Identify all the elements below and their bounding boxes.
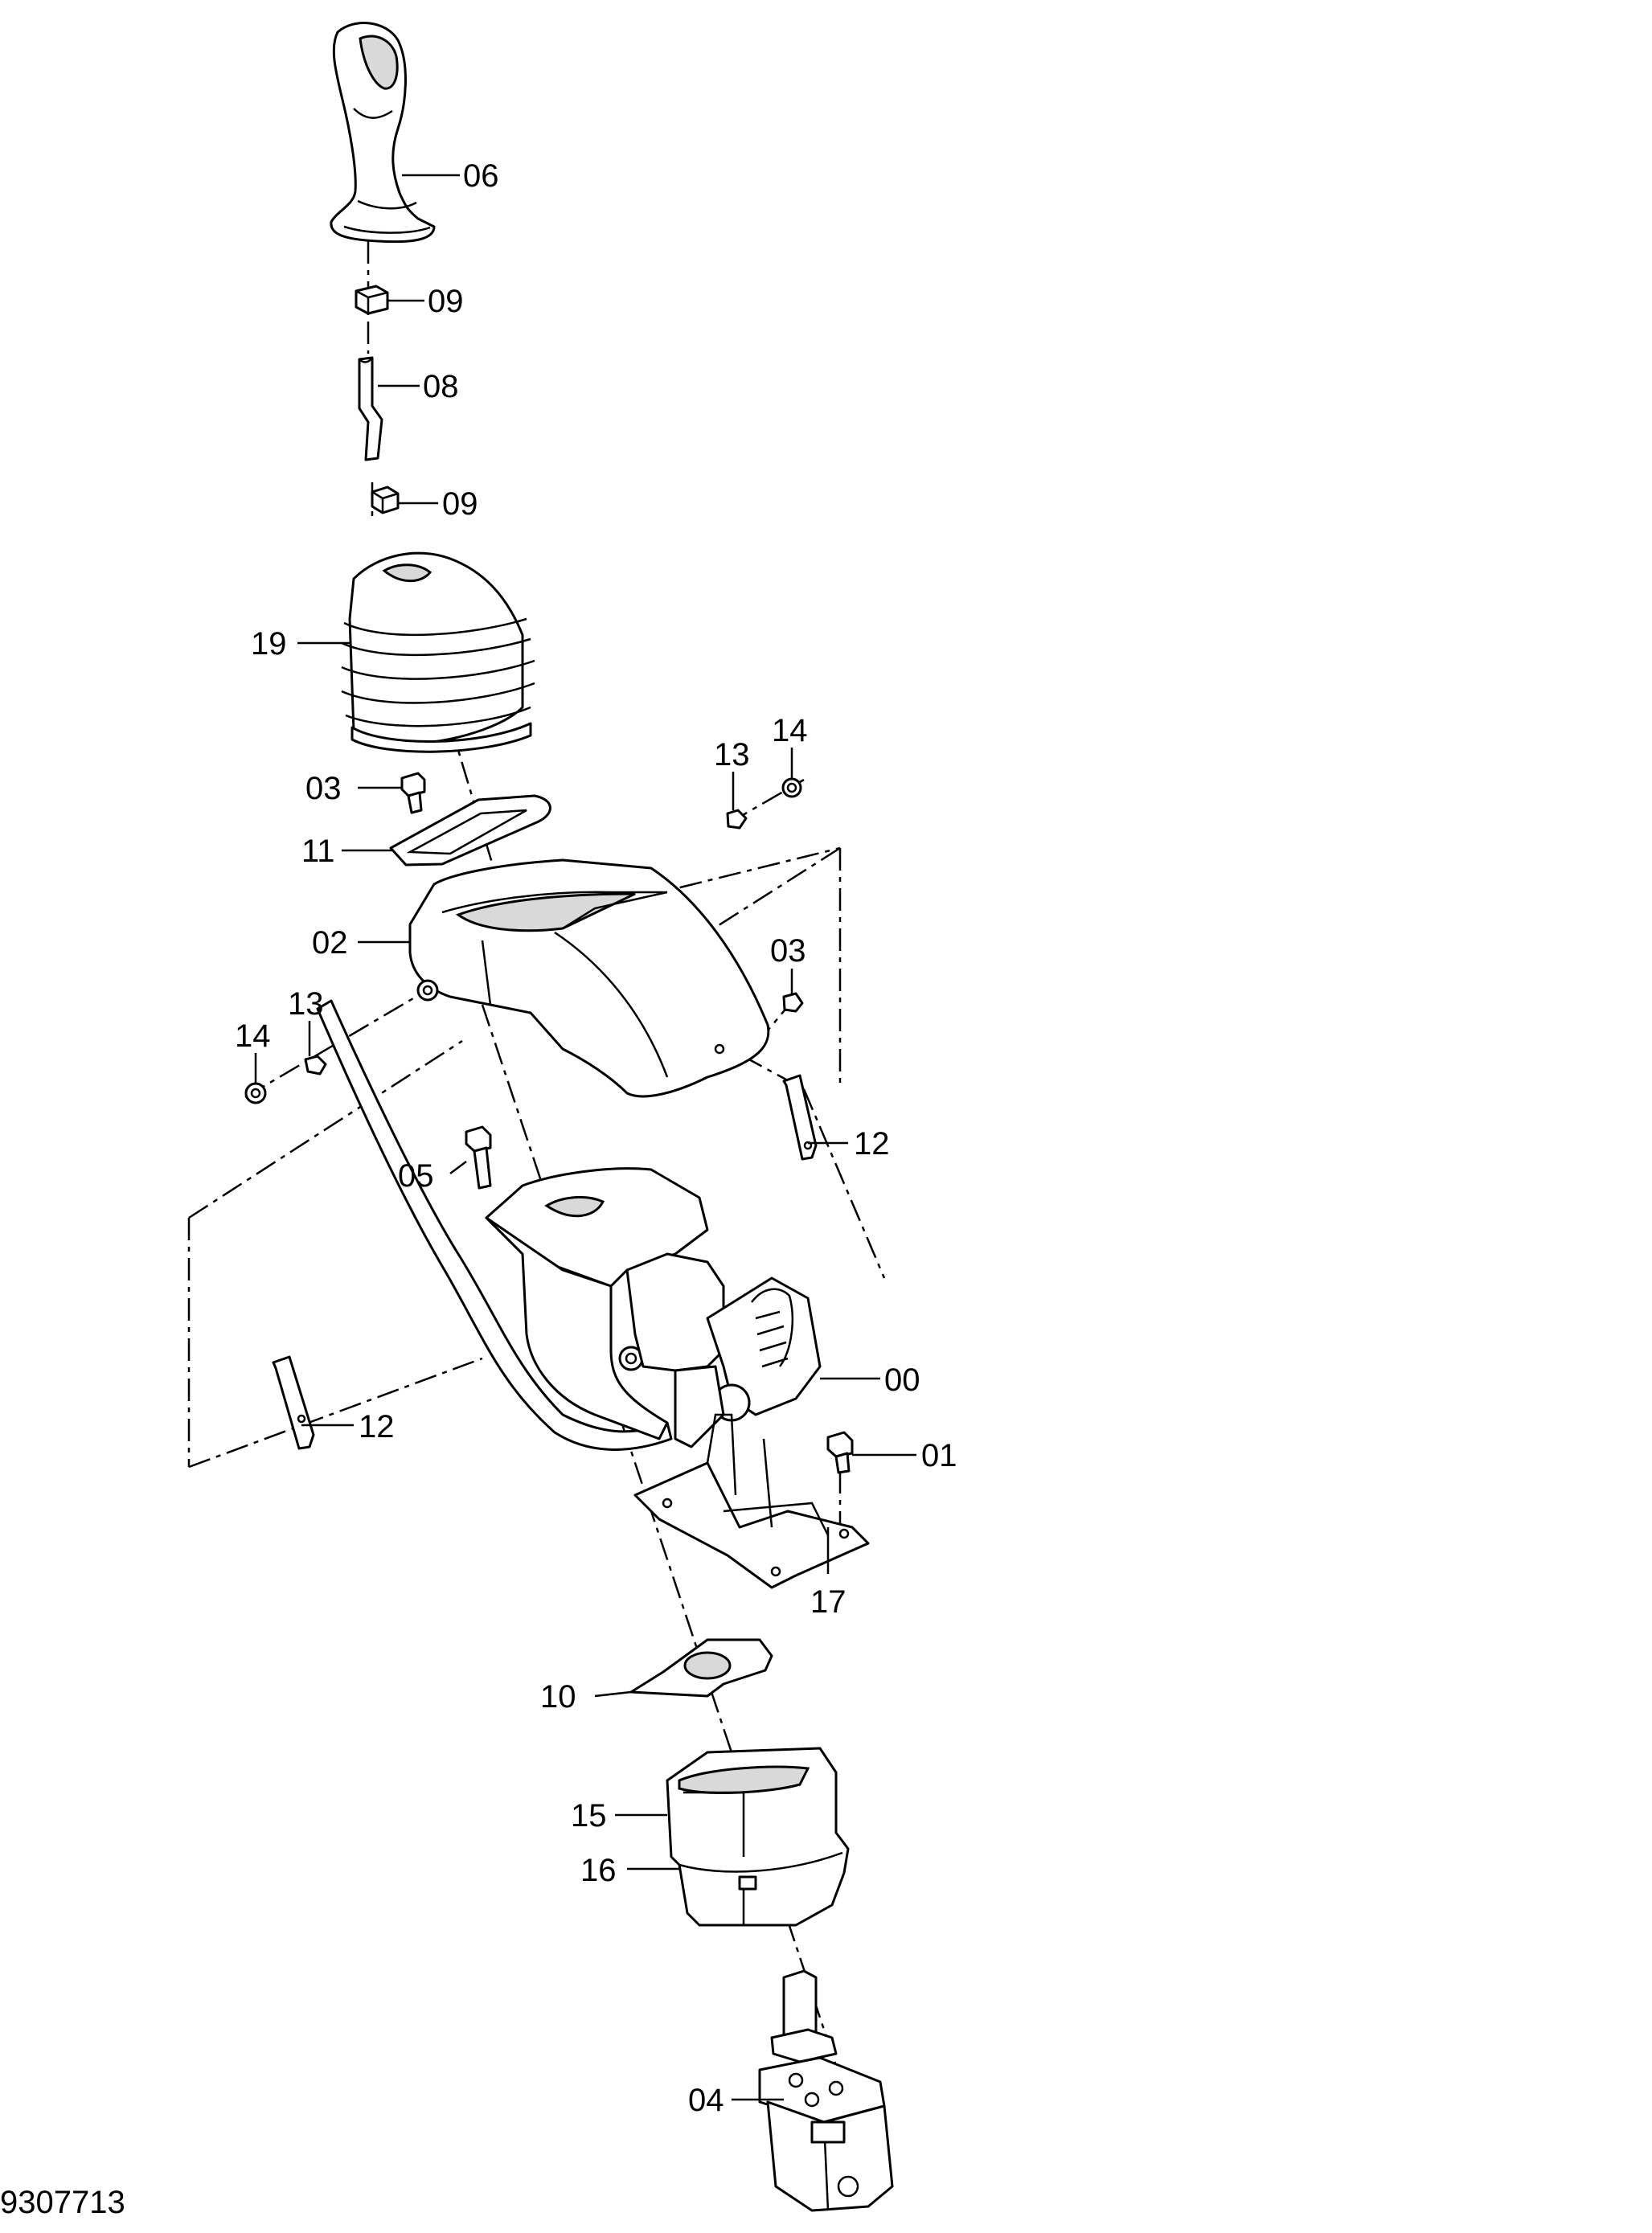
callout-14-upper: 14 [772,713,808,748]
drawing-number: 9307713 [0,2185,125,2220]
callout-09-lower: 09 [442,486,478,522]
callout-labels: 06 09 08 09 19 03 11 13 14 02 03 14 13 1… [235,158,957,2118]
callout-13-left: 13 [288,986,324,1022]
callout-04: 04 [688,2083,724,2118]
callout-10: 10 [540,1679,576,1715]
callout-16: 16 [580,1853,617,1888]
bolt-center [465,1125,492,1190]
callout-03-right: 03 [770,933,806,969]
gasket-lower [629,1638,773,1698]
callout-13-upper: 13 [714,737,750,772]
callout-leader-lines [254,174,916,2101]
callout-01: 01 [921,1438,957,1473]
callout-02: 02 [312,925,348,961]
plate-right [782,1074,818,1161]
rod [358,356,383,461]
callout-08: 08 [423,369,459,404]
bolt-01 [826,1431,854,1474]
sensor-unit [758,1969,894,2212]
callout-05: 05 [398,1158,434,1194]
callout-17: 17 [810,1584,846,1620]
nut-upper [355,285,389,315]
callout-15: 15 [571,1798,607,1834]
callout-09-upper: 09 [428,284,464,319]
plate-left [272,1355,315,1450]
callout-14-left: 14 [235,1018,271,1054]
callout-03-upper: 03 [305,771,342,806]
base-stand [633,1413,870,1589]
lower-boot [666,1747,850,1927]
joystick-grip [330,22,436,244]
bolt-upper [400,772,426,814]
fasteners-console [244,992,804,1104]
callout-06: 06 [463,158,499,194]
rubber-boot [341,551,535,753]
main-bracket [485,1167,822,1448]
fasteners-upper-right [726,777,802,830]
gasket [389,794,551,867]
callout-11: 11 [301,834,335,869]
wire-loop [316,999,673,1451]
console-housing [408,858,770,1098]
callout-12-left: 12 [359,1409,395,1444]
callout-12-right: 12 [854,1126,890,1162]
callout-19: 19 [251,626,287,662]
nut-lower [371,486,400,514]
callout-00: 00 [884,1362,920,1398]
